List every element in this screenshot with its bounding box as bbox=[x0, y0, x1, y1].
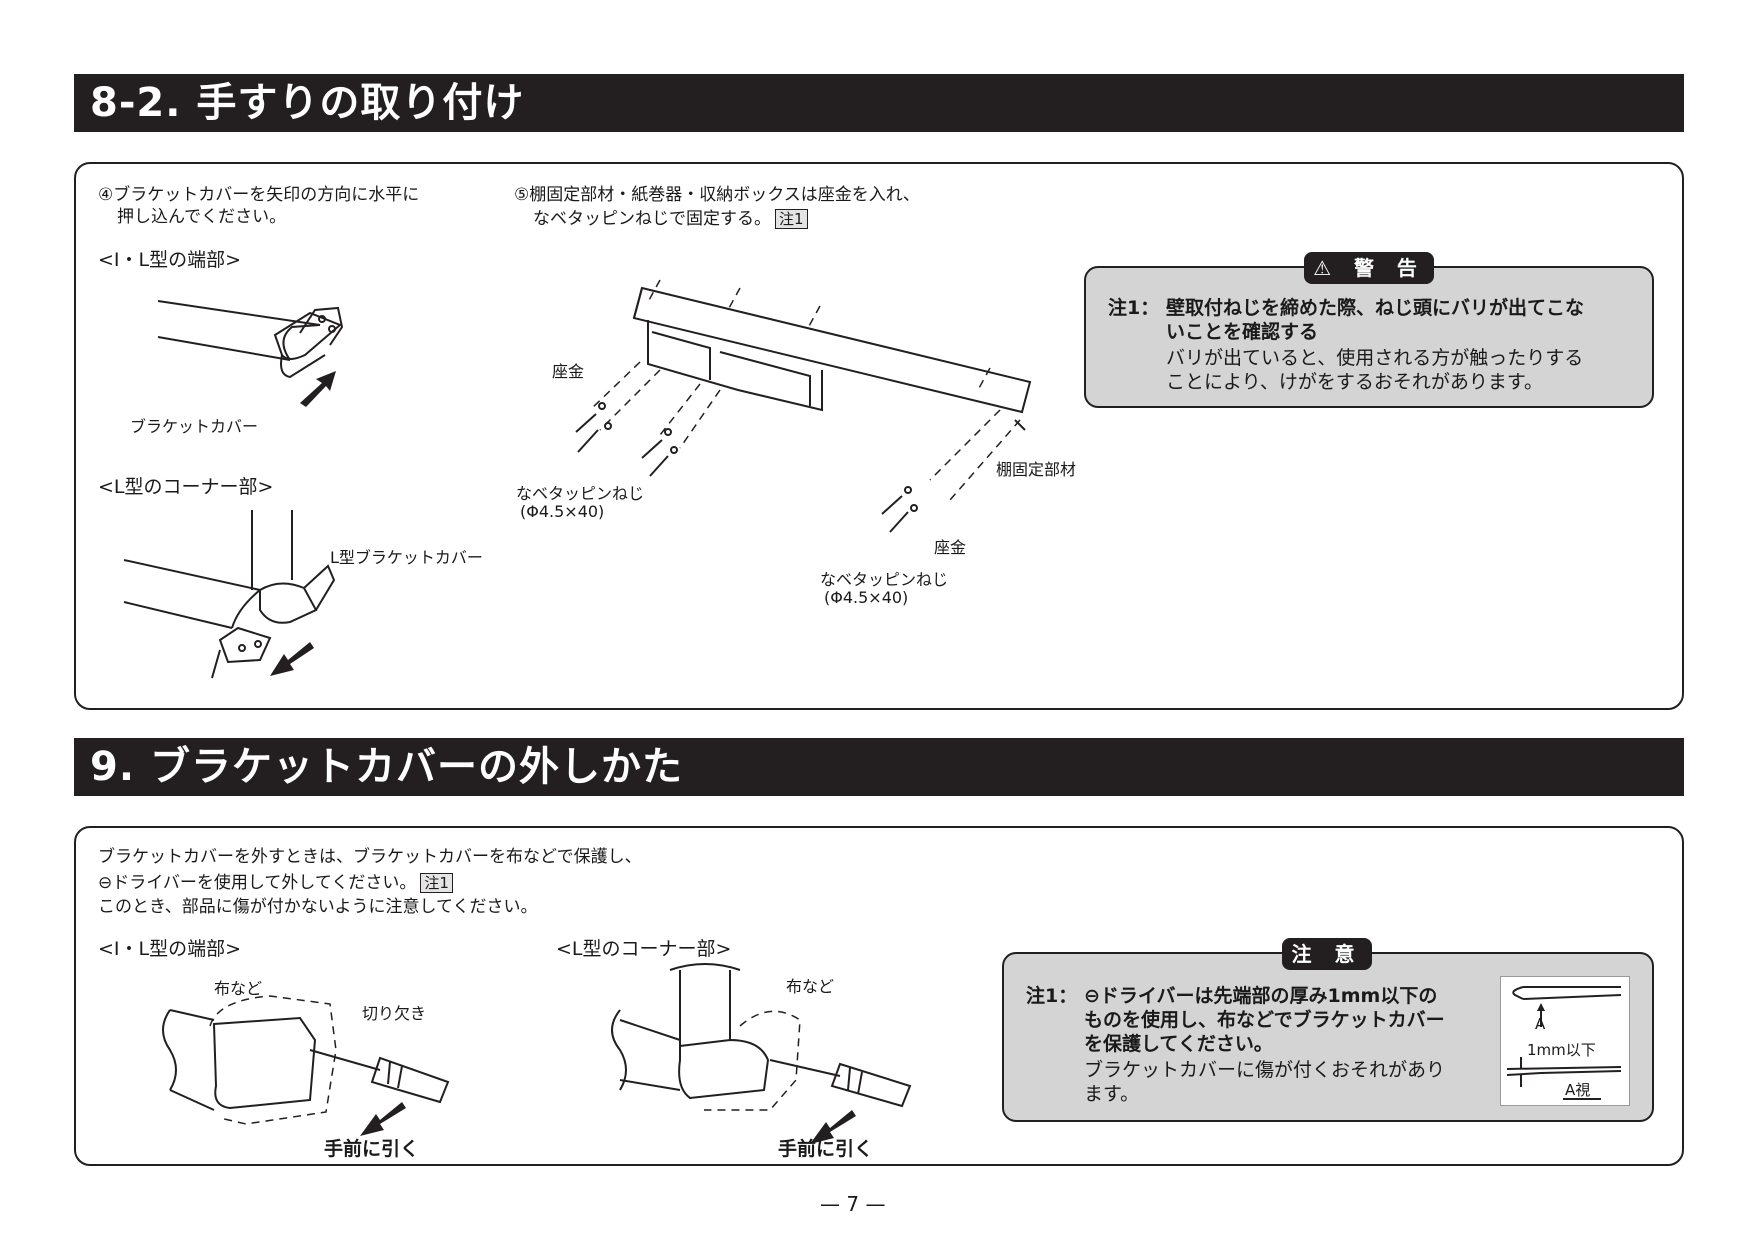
caution-line-2: ます。 bbox=[1084, 1083, 1140, 1105]
label-screw-size: (Φ4.5×40) bbox=[520, 502, 605, 521]
step5-line2: なベタッピンねじで固定する。注1 bbox=[533, 208, 808, 230]
caution-line-1: ブラケットカバーに傷が付くおそれがあり bbox=[1084, 1059, 1446, 1081]
label-screw: なベタッピンねじ bbox=[516, 484, 645, 503]
subheading-corner-part-2: <L型のコーナー部> bbox=[556, 938, 732, 960]
caution-bold-1: ⊖ドライバーは先端部の厚み1mm以下の bbox=[1084, 985, 1438, 1007]
screwdriver-tip-figure: A 1mm以下 A視 bbox=[1500, 976, 1630, 1106]
fig-label-a: A bbox=[1535, 1015, 1546, 1033]
label-cloth: 布など bbox=[214, 979, 263, 998]
label-screw-size-2: (Φ4.5×40) bbox=[824, 588, 909, 607]
intro-line-1: ブラケットカバーを外すときは、ブラケットカバーを布などで保護し、 bbox=[98, 847, 642, 867]
warning-line-1: バリが出ていると、使用される方が触ったりする bbox=[1166, 347, 1584, 369]
fig-label-thickness: 1mm以下 bbox=[1527, 1041, 1596, 1059]
fig-label-view: A視 bbox=[1565, 1081, 1591, 1099]
step5-line1: ⑤棚固定部材・紙巻器・収納ボックスは座金を入れ、 bbox=[514, 185, 920, 205]
end-bracket-illustration bbox=[157, 300, 344, 407]
end-removal-illustration bbox=[162, 995, 450, 1136]
label-pull-2: 手前に引く bbox=[778, 1138, 874, 1160]
warning-badge: ⚠ 警 告 bbox=[1304, 252, 1434, 284]
warning-prefix: 注1： bbox=[1108, 297, 1160, 319]
label-l-bracket-cover: L型ブラケットカバー bbox=[330, 548, 483, 567]
subheading-end-part-2: <I・L型の端部> bbox=[98, 938, 242, 960]
label-cloth-2: 布など bbox=[786, 977, 835, 996]
screwdriver-tip-drawing bbox=[1506, 986, 1622, 1100]
subheading-corner-part: <L型のコーナー部> bbox=[98, 476, 274, 498]
section-title-9: 9. ブラケットカバーの外しかた bbox=[74, 738, 1684, 796]
label-bracket-cover: ブラケットカバー bbox=[130, 417, 259, 436]
corner-bracket-illustration bbox=[123, 510, 336, 679]
label-washer: 座金 bbox=[552, 362, 585, 381]
step5-text: なベタッピンねじで固定する。 bbox=[533, 209, 771, 229]
label-screw-2: なベタッピンねじ bbox=[820, 570, 949, 589]
label-notch: 切り欠き bbox=[362, 1004, 427, 1023]
intro-text-2: ⊖ドライバーを使用して外してください。 bbox=[98, 873, 417, 893]
note-ref-2: 注1 bbox=[420, 873, 453, 893]
caution-bold-2: ものを使用し、布などでブラケットカバー bbox=[1084, 1009, 1445, 1031]
warning-bold-1: 壁取付ねじを締めた際、ねじ頭にバリが出てこな bbox=[1166, 297, 1585, 319]
label-pull: 手前に引く bbox=[324, 1138, 420, 1160]
warning-callout bbox=[1084, 266, 1654, 408]
section-title-8-2: 8-2. 手すりの取り付け bbox=[74, 74, 1684, 132]
note-ref-1: 注1 bbox=[775, 209, 808, 229]
warning-bold-2: いことを確認する bbox=[1166, 321, 1319, 343]
caution-badge: 注 意 bbox=[1282, 938, 1372, 970]
warning-line-2: ことにより、けがをするおそれがあります。 bbox=[1166, 371, 1543, 393]
subheading-end-part: <I・L型の端部> bbox=[98, 249, 242, 271]
shelf-fixing-illustration bbox=[575, 279, 1032, 533]
step4-line2: 押し込んでください。 bbox=[117, 207, 287, 227]
label-washer-2: 座金 bbox=[934, 538, 967, 557]
step4-line1: ④ブラケットカバーを矢印の方向に水平に bbox=[98, 185, 420, 205]
caution-bold-3: を保護してください。 bbox=[1084, 1033, 1273, 1055]
page-number: — 7 — bbox=[820, 1192, 886, 1216]
label-shelf: 棚固定部材 bbox=[996, 460, 1077, 479]
corner-removal-illustration bbox=[611, 963, 912, 1144]
intro-line-2: ⊖ドライバーを使用して外してください。注1 bbox=[98, 872, 453, 894]
intro-line-3: このとき、部品に傷が付かないように注意してください。 bbox=[98, 897, 538, 917]
caution-prefix: 注1： bbox=[1026, 985, 1078, 1007]
